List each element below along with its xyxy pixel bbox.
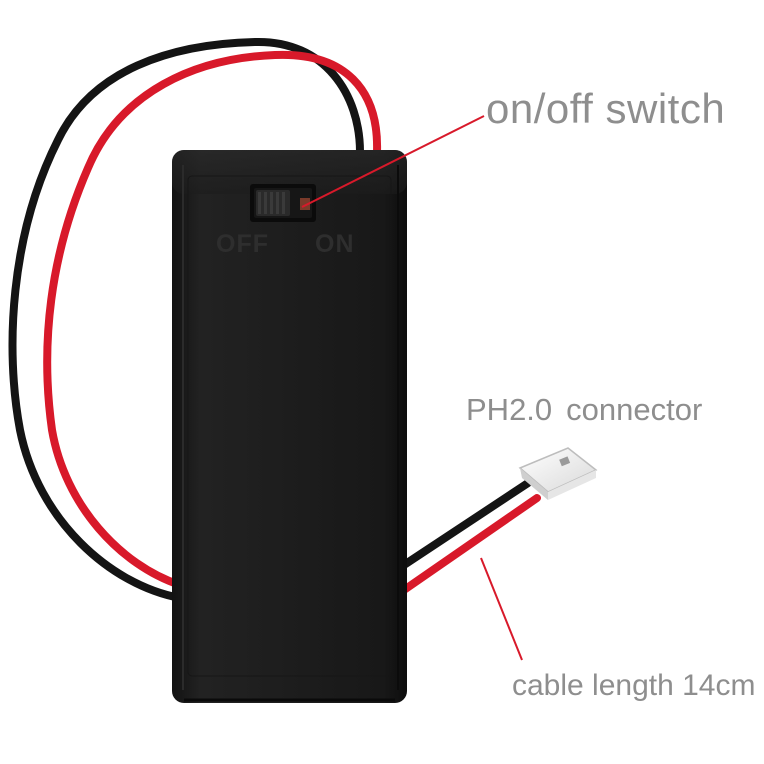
connector-callout: PH2.0 connector (466, 394, 702, 425)
black-wire (8, 37, 364, 602)
switch-leader-line (301, 115, 485, 208)
red-wire-short (400, 494, 541, 594)
ph2-connector (518, 447, 598, 500)
battery-case (172, 150, 407, 703)
switch-callout: on/off switch (486, 85, 726, 132)
slide-switch (250, 184, 316, 222)
black-wire-short (400, 479, 532, 569)
short-leads (400, 479, 541, 594)
cable-leader-line (480, 557, 523, 661)
on-marking: ON (315, 230, 355, 258)
connector-word-label: connector (566, 392, 703, 427)
connector-model-label: PH2.0 (466, 392, 553, 427)
off-marking: OFF (216, 230, 269, 258)
leader-lines (301, 115, 523, 661)
cable-length-callout: cable length 14cm (512, 669, 756, 702)
red-wire (43, 50, 382, 589)
wire-loop (8, 37, 382, 602)
